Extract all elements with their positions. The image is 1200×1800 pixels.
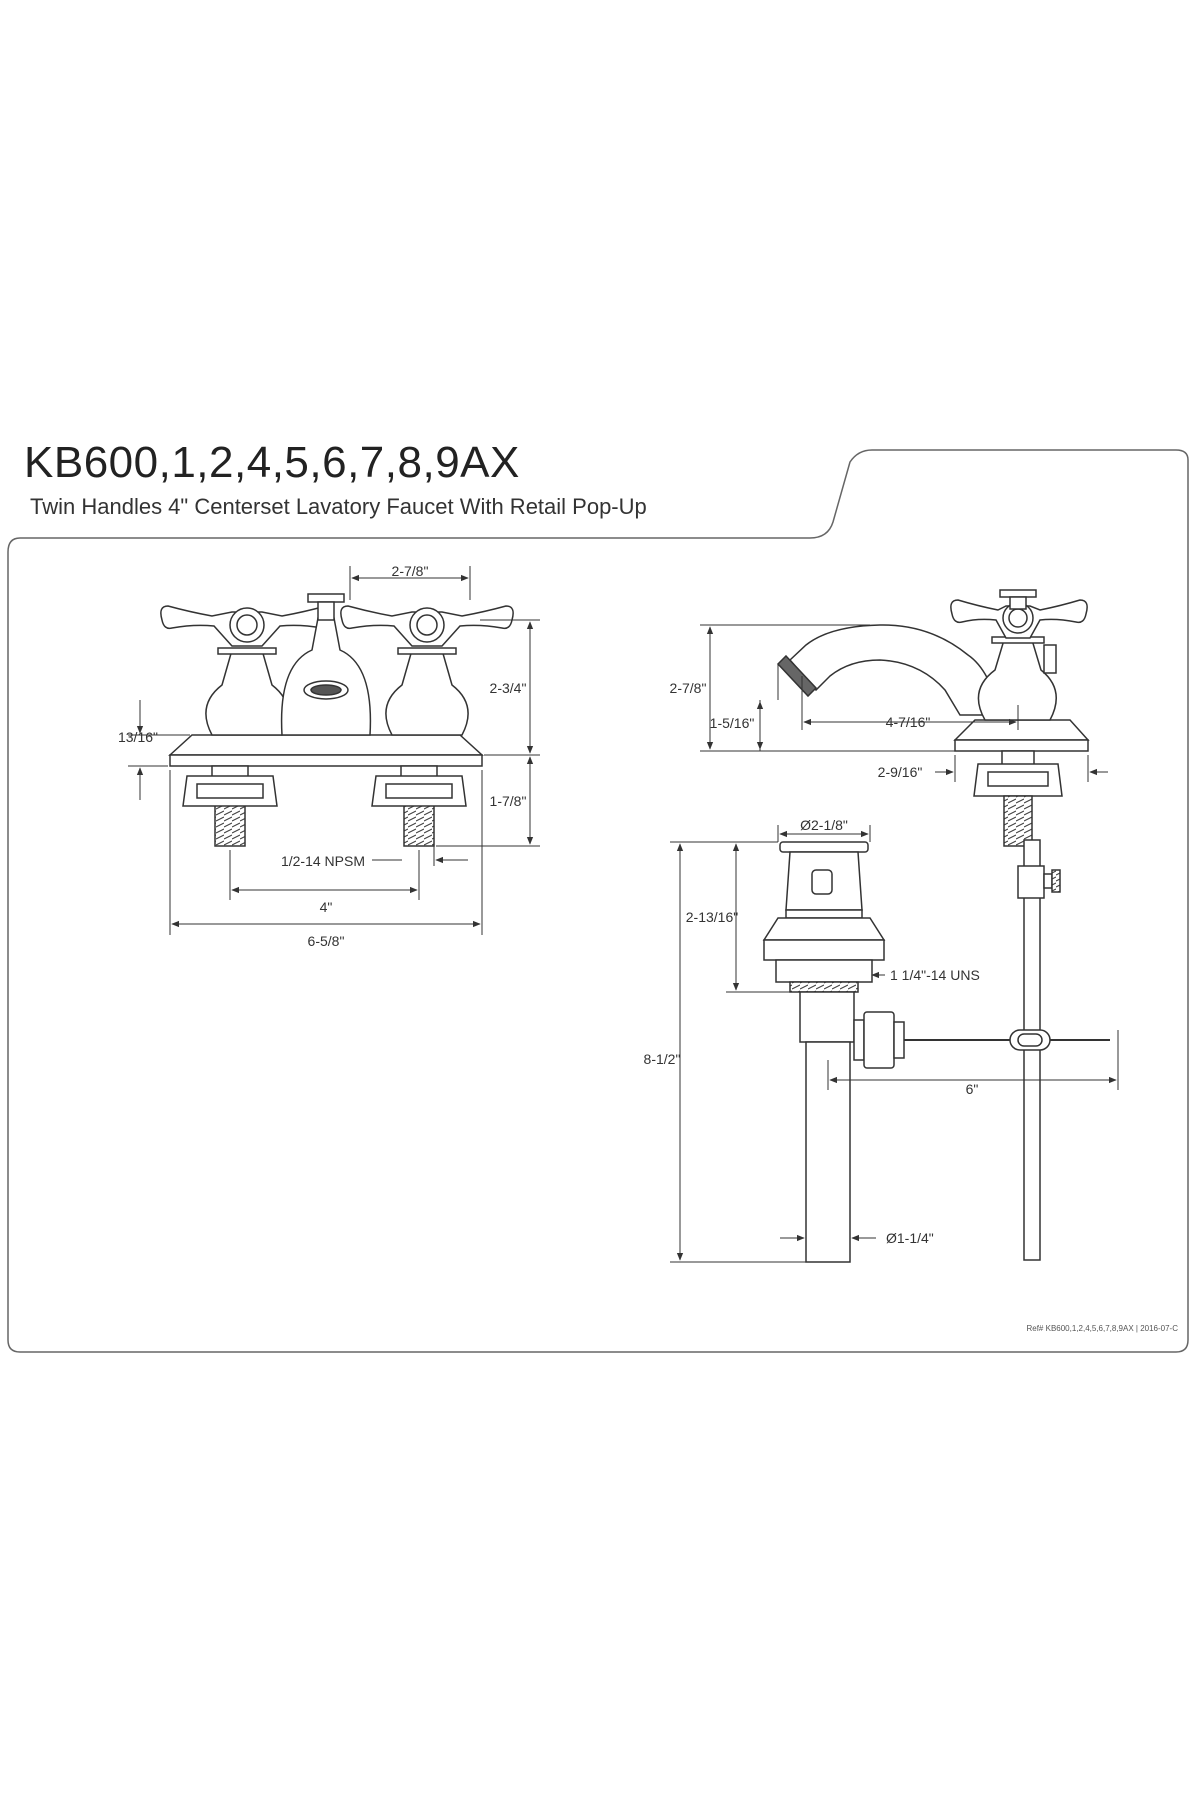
sheet-frame	[7, 449, 1189, 1353]
dim-center: 4"	[320, 899, 333, 915]
revision-reference: Ref# KB600,1,2,4,5,6,7,8,9AX | 2016-07-C	[1026, 1324, 1178, 1333]
side-spout	[788, 624, 1001, 716]
center-spout	[280, 617, 372, 736]
side-view-dimensions	[700, 624, 1108, 782]
dim-shank-length: 1-7/8"	[490, 793, 527, 809]
dim-drain-thread: 1 1/4"-14 UNS	[890, 967, 980, 983]
right-handle-body	[385, 649, 469, 736]
side-deck	[953, 719, 1090, 741]
model-title: KB600,1,2,4,5,6,7,8,9AX	[24, 438, 520, 487]
drain-view	[762, 841, 1110, 1263]
dim-overall-width: 6-5/8"	[308, 933, 345, 949]
front-view-dimensions	[128, 566, 540, 935]
left-handle-body	[205, 649, 289, 736]
dim-overall-length: 8-1/2"	[644, 1051, 681, 1067]
dim-tailpiece-diameter: Ø1-1/4"	[886, 1230, 934, 1246]
side-view	[776, 589, 1090, 1261]
dim-spout-height: 2-7/8"	[670, 680, 707, 696]
aerator	[776, 654, 818, 698]
dim-base-height: 13/16"	[118, 729, 158, 745]
popup-stopper-cap	[779, 841, 869, 853]
dim-spout-reach: 4-7/16"	[886, 714, 931, 730]
dim-height-above-deck: 2-3/4"	[490, 680, 527, 696]
dim-spout-clearance: 1-5/16"	[710, 715, 755, 731]
dim-flange-diameter: Ø2-1/8"	[800, 817, 848, 833]
drain-view-dimensions	[670, 825, 1119, 1263]
side-shank	[1003, 795, 1033, 847]
dim-handle-spacing: 2-7/8"	[392, 563, 429, 579]
dim-body-height: 2-13/16"	[686, 909, 738, 925]
dim-thread-npsm: 1/2-14 NPSM	[281, 853, 365, 869]
product-description: Twin Handles 4" Centerset Lavatory Fauce…	[30, 494, 647, 519]
deck-plate	[168, 734, 484, 756]
dim-base-depth: 2-9/16"	[878, 764, 923, 780]
front-view	[160, 593, 514, 847]
dim-rod-length: 6"	[966, 1081, 979, 1097]
pivot-nut	[863, 1011, 895, 1069]
drain-body	[799, 991, 855, 1043]
drain-flange	[762, 917, 886, 941]
